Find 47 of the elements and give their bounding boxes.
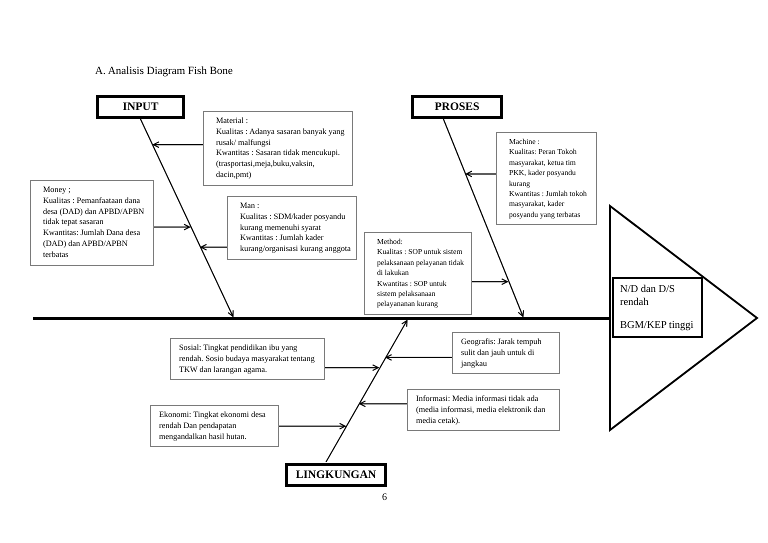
effect-text: BGM/KEP tinggi: [620, 319, 694, 332]
category-box: [285, 463, 387, 487]
category-heading: LINGKUNGAN: [294, 469, 378, 481]
category-box: [96, 95, 185, 119]
arrow: [154, 224, 190, 230]
cause-text: Kualitas : Adanya sasaran banyak yang rusak/ malfungsi: [216, 126, 346, 148]
arrow: [466, 170, 496, 178]
cause-text: Kualitas : Pemanfaataan dana desa (DAD) dan APBD/APBN tidak tepat sasaran: [43, 196, 146, 228]
page-number: 6: [382, 492, 387, 503]
cause-box: [452, 332, 560, 374]
fish-head-triangle: [609, 205, 759, 431]
effect-box: [612, 277, 703, 338]
cause-text: Kwantitas : Jumlah kader kurang/organisasi kurang anggota: [240, 233, 351, 255]
arrow: [325, 320, 408, 462]
cause-box: [150, 405, 279, 448]
cause-text: Kwantitas : Sasaran tidak mencukupi. (trasportasi,meja,buku,vaksin, dacin,pmt): [216, 148, 341, 181]
cause-box: [170, 338, 325, 380]
spine-line: [33, 317, 609, 320]
cause-box: [407, 389, 560, 432]
arrow: [442, 118, 524, 318]
cause-text: Kwantitas: Jumlah Dana desa (DAD) dan APBD/APBN terbatas: [43, 228, 142, 261]
arrow: [200, 244, 227, 251]
cause-text: Ekonomi: Tingkat ekonomi desa rendah Dan pendapatan mengandalkan hasil hutan.: [159, 410, 267, 442]
cause-box: [227, 196, 357, 260]
arrow: [152, 141, 203, 148]
arrow: [325, 364, 379, 372]
cause-text: Geografis: Jarak tempuh sulit dan jauh untuk di jangkau: [461, 337, 542, 370]
cause-box: [203, 111, 353, 186]
cause-box: [364, 232, 472, 315]
category-heading: INPUT: [122, 101, 160, 113]
cause-box: [496, 132, 597, 226]
arrow: [385, 354, 452, 361]
arrow: [279, 422, 346, 430]
diagram-title: A. Analisis Diagram Fish Bone: [95, 65, 233, 77]
arrow: [472, 278, 508, 286]
category-box: [411, 95, 503, 119]
cause-text: Money ;: [43, 185, 72, 196]
cause-text: Informasi: Media informasi tidak ada (media informasi, media elektronik dan media cetak).: [416, 394, 546, 426]
cause-text: Material :: [216, 116, 250, 127]
cause-text: Kualitas : SDM/kader posyandu kurang memenuhi syarat: [240, 212, 346, 234]
arrow: [359, 400, 407, 408]
category-heading: PROSES: [434, 101, 480, 113]
effect-text: N/D dan D/S rendah: [620, 283, 676, 309]
cause-text: Man :: [240, 201, 260, 212]
cause-box: [30, 180, 154, 266]
cause-text: Sosial: Tingkat pendidikan ibu yang rendah. Sosio budaya masyarakat tentang TKW dan larangan agama.: [179, 343, 316, 376]
arrow: [139, 118, 234, 318]
